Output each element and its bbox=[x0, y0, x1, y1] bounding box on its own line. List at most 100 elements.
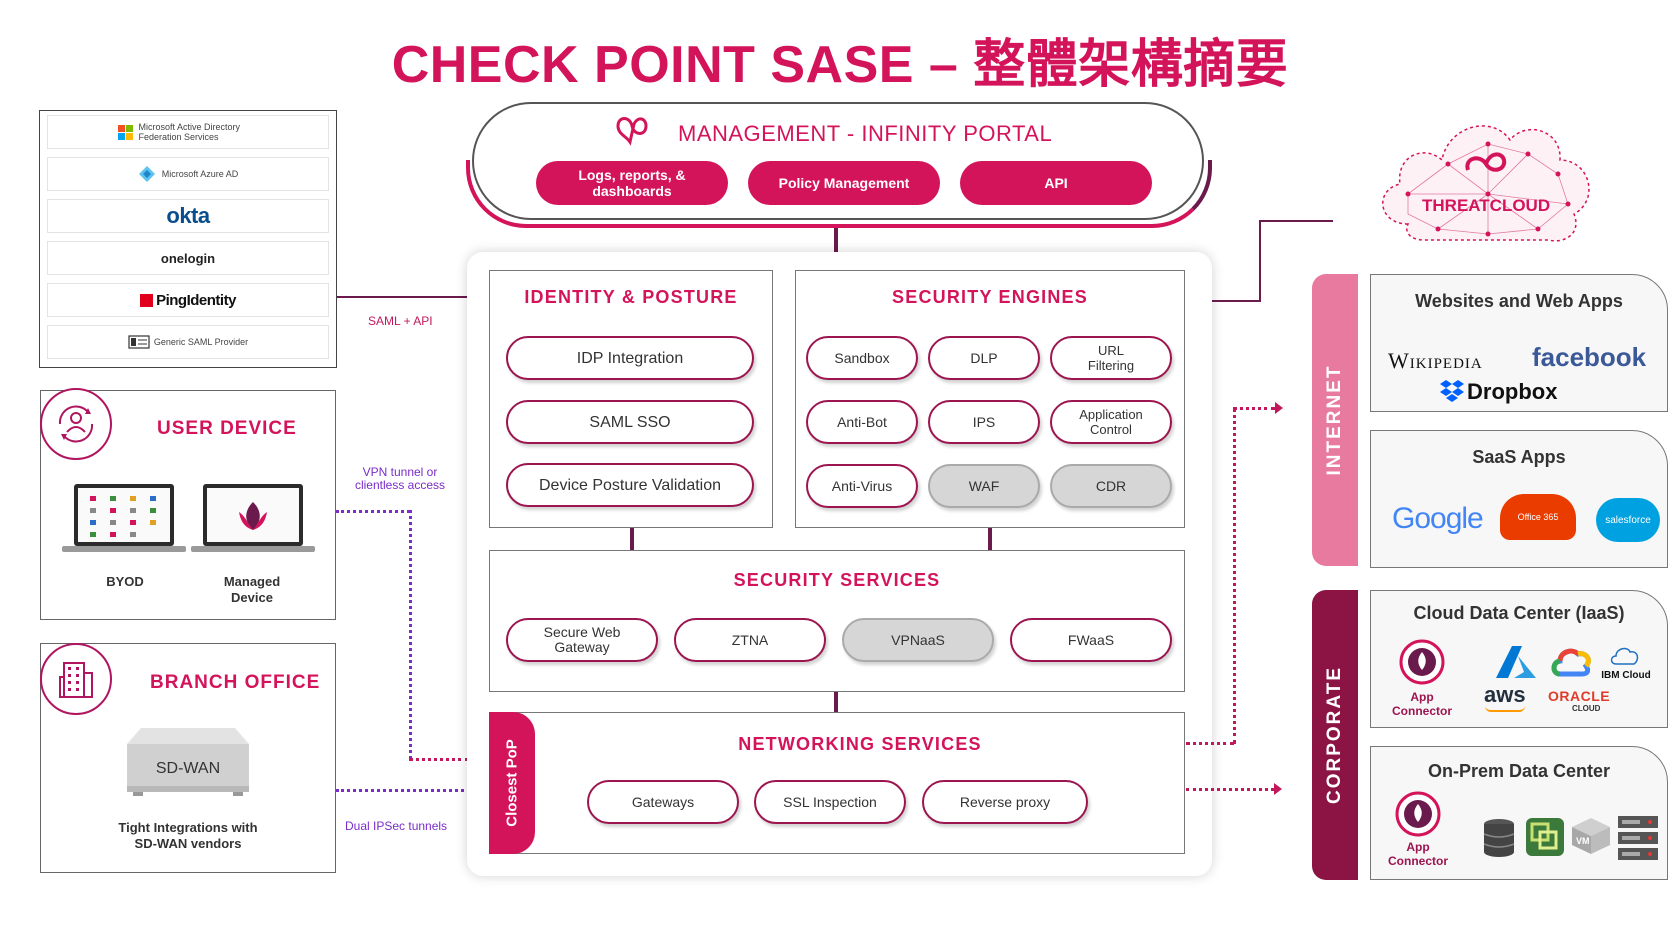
internet-dotted-line-h bbox=[1186, 742, 1234, 745]
app-connector-icon bbox=[1398, 638, 1446, 691]
idp-azure-ad: Microsoft Azure AD bbox=[47, 157, 329, 191]
dual-ipsec-label: Dual IPSec tunnels bbox=[345, 819, 448, 833]
svg-text:VM: VM bbox=[1576, 836, 1590, 846]
threatcloud-link-v bbox=[1259, 220, 1261, 302]
dropbox-icon bbox=[1440, 380, 1464, 407]
sdwan-label: SD-WAN bbox=[155, 760, 221, 777]
vsphere-icon bbox=[1526, 818, 1564, 861]
google-logo: Google bbox=[1392, 502, 1484, 535]
identity-services-connector bbox=[630, 528, 634, 550]
gcp-icon bbox=[1550, 644, 1592, 683]
user-device-title: USER DEVICE bbox=[157, 418, 297, 439]
managed-laptop-icon bbox=[191, 482, 315, 559]
threatcloud-label: THREATCLOUD bbox=[1422, 196, 1551, 215]
gateways-pill[interactable]: Gateways bbox=[587, 780, 739, 824]
vpn-dotted-line-h1 bbox=[336, 510, 410, 513]
device-posture-pill[interactable]: Device Posture Validation bbox=[506, 463, 754, 507]
vpn-dotted-line-h2 bbox=[409, 758, 469, 761]
idp-integration-pill[interactable]: IDP Integration bbox=[506, 336, 754, 380]
saml-connector-line bbox=[337, 296, 467, 298]
saml-api-label: SAML + API bbox=[368, 314, 433, 328]
ibm-cloud-label: IBM Cloud bbox=[1601, 670, 1651, 681]
internet-arrow-head bbox=[1275, 402, 1283, 414]
reverse-proxy-pill[interactable]: Reverse proxy bbox=[922, 780, 1088, 824]
internet-dotted-line-v bbox=[1233, 408, 1236, 744]
idp-adfs: Microsoft Active Directory Federation Se… bbox=[47, 115, 329, 149]
sdwan-appliance-icon bbox=[127, 724, 249, 801]
anti-bot-pill[interactable]: Anti-Bot bbox=[806, 400, 918, 444]
mgmt-connector bbox=[834, 228, 838, 252]
engines-services-connector bbox=[988, 528, 992, 550]
corporate-band: CORPORATE bbox=[1312, 590, 1358, 880]
threatcloud-link-h2 bbox=[1259, 220, 1333, 222]
onprem-title: On-Prem Data Center bbox=[1427, 761, 1611, 781]
byod-laptop-icon bbox=[62, 482, 186, 559]
azure-icon bbox=[1496, 646, 1536, 683]
anti-virus-pill[interactable]: Anti-Virus bbox=[806, 464, 918, 508]
dlp-pill[interactable]: DLP bbox=[928, 336, 1040, 380]
ssl-inspection-pill[interactable]: SSL Inspection bbox=[754, 780, 906, 824]
salesforce-logo: salesforce bbox=[1596, 498, 1660, 542]
microsoft-logo-icon bbox=[117, 124, 133, 140]
aws-logo: aws bbox=[1484, 682, 1526, 707]
ibm-cloud-icon bbox=[1608, 644, 1642, 673]
vpn-dotted-line-v bbox=[409, 510, 412, 759]
oracle-logo: ORACLE bbox=[1548, 688, 1611, 704]
facebook-logo: facebook bbox=[1532, 342, 1647, 372]
wikipedia-logo: Wikipedia bbox=[1388, 348, 1483, 373]
user-sync-icon bbox=[40, 388, 112, 460]
identity-providers-panel: Microsoft Active Directory Federation Se… bbox=[39, 110, 337, 368]
networking-services-title: NETWORKING SERVICES bbox=[738, 734, 982, 754]
idp-generic-saml: Generic SAML Provider bbox=[47, 325, 329, 359]
byod-label: BYOD bbox=[106, 574, 144, 589]
iaas-title: Cloud Data Center (IaaS) bbox=[1413, 603, 1625, 623]
page-title: CHECK POINT SASE – 整體架構摘要 bbox=[391, 36, 1289, 94]
corporate-dotted-line bbox=[1186, 788, 1274, 791]
internet-band: INTERNET bbox=[1312, 274, 1358, 566]
security-services-title: SECURITY SERVICES bbox=[733, 570, 941, 590]
azure-ad-icon bbox=[138, 166, 155, 182]
aws-smile-icon bbox=[1485, 706, 1525, 712]
app-connector-icon-onprem bbox=[1394, 790, 1442, 843]
ips-pill[interactable]: IPS bbox=[928, 400, 1040, 444]
ipsec-dotted-line bbox=[336, 789, 470, 792]
security-engines-title: SECURITY ENGINES bbox=[892, 287, 1088, 307]
onelogin-logo: onelogin bbox=[160, 250, 216, 266]
vpnaas-pill[interactable]: VPNaaS bbox=[842, 618, 994, 662]
threatcloud-icon bbox=[1368, 104, 1608, 259]
logs-reports-button[interactable]: Logs, reports, &dashboards bbox=[536, 161, 728, 205]
branch-office-title: BRANCH OFFICE bbox=[150, 672, 321, 693]
internet-dotted-line-h2 bbox=[1233, 407, 1275, 410]
idp-okta: okta bbox=[47, 199, 329, 233]
policy-management-button[interactable]: Policy Management bbox=[748, 161, 940, 205]
closest-pop-tab: Closest PoP bbox=[489, 712, 535, 854]
building-icon bbox=[40, 643, 112, 715]
waf-pill[interactable]: WAF bbox=[928, 464, 1040, 508]
infinity-logo-icon bbox=[612, 114, 654, 153]
api-button[interactable]: API bbox=[960, 161, 1152, 205]
management-title: MANAGEMENT - INFINITY PORTAL bbox=[678, 121, 1053, 146]
vm-icon: VM bbox=[1570, 816, 1612, 861]
id-card-icon bbox=[128, 335, 150, 349]
identity-posture-title: IDENTITY & POSTURE bbox=[524, 287, 738, 307]
services-networking-connector bbox=[834, 692, 838, 712]
sandbox-pill[interactable]: Sandbox bbox=[806, 336, 918, 380]
corporate-arrow-head bbox=[1274, 783, 1282, 795]
saml-sso-pill[interactable]: SAML SSO bbox=[506, 400, 754, 444]
websites-title: Websites and Web Apps bbox=[1415, 291, 1623, 311]
dropbox-logo: Dropbox bbox=[1467, 379, 1558, 404]
ping-logo-icon bbox=[140, 293, 154, 307]
cdr-pill[interactable]: CDR bbox=[1050, 464, 1172, 508]
saas-title: SaaS Apps bbox=[1472, 447, 1566, 467]
idp-onelogin: onelogin bbox=[47, 241, 329, 275]
fwaas-pill[interactable]: FWaaS bbox=[1010, 618, 1172, 662]
ztna-pill[interactable]: ZTNA bbox=[674, 618, 826, 662]
websites-box bbox=[1370, 274, 1668, 412]
